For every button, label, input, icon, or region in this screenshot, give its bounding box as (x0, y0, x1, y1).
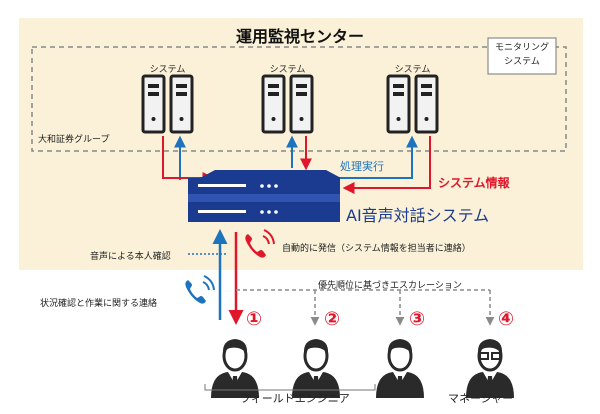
process-execution-label: 処理実行 (340, 160, 384, 173)
arrow-server-3-to-ai (342, 136, 431, 194)
field-engineer-3-avatar (374, 337, 426, 400)
server-1-label: システム (149, 65, 186, 75)
step-2-number: ② (324, 308, 341, 330)
manager-label: マネージャー (448, 392, 514, 405)
status-contact-label: 状況確認と作業に関する連絡 (40, 299, 158, 309)
step-1-number: ① (246, 308, 263, 330)
field-engineer-label: フィールドエンジニア (240, 392, 350, 405)
step-3-number: ③ (409, 308, 426, 330)
server-3-label: システム (394, 65, 431, 75)
phone-icon (245, 229, 275, 258)
system-info-label: システム情報 (438, 176, 510, 190)
manager-avatar (464, 337, 516, 400)
voice-id-label: 音声による本人確認 (90, 252, 171, 262)
monitoring-system-box (487, 37, 557, 75)
server-1 (141, 74, 194, 134)
server-3 (386, 74, 439, 134)
page-title: 運用監視センター (235, 27, 364, 46)
monitoring-system-frame (31, 46, 567, 152)
ai-system-label: AI音声対話システム (346, 206, 490, 225)
arrow-server-1-to-ai (162, 136, 215, 184)
arrow-ai-to-server-3 (332, 135, 418, 179)
escalation-lines (236, 289, 495, 326)
monitoring-system-label: モニタリング システム (494, 43, 549, 67)
phone-icon-blue (185, 275, 215, 304)
ai-voice-appliance (188, 170, 341, 222)
escalation-label: 優先順位に基づきエスカレーション (318, 281, 462, 291)
server-2 (261, 74, 314, 134)
field-engineer-bracket (204, 384, 376, 391)
server-2-label: システム (269, 65, 306, 75)
auto-call-label: 自動的に発信（システム情報を担当者に連絡） (282, 244, 471, 254)
step-4-number: ④ (498, 308, 515, 330)
group-label: 大和証券グループ (38, 135, 110, 145)
